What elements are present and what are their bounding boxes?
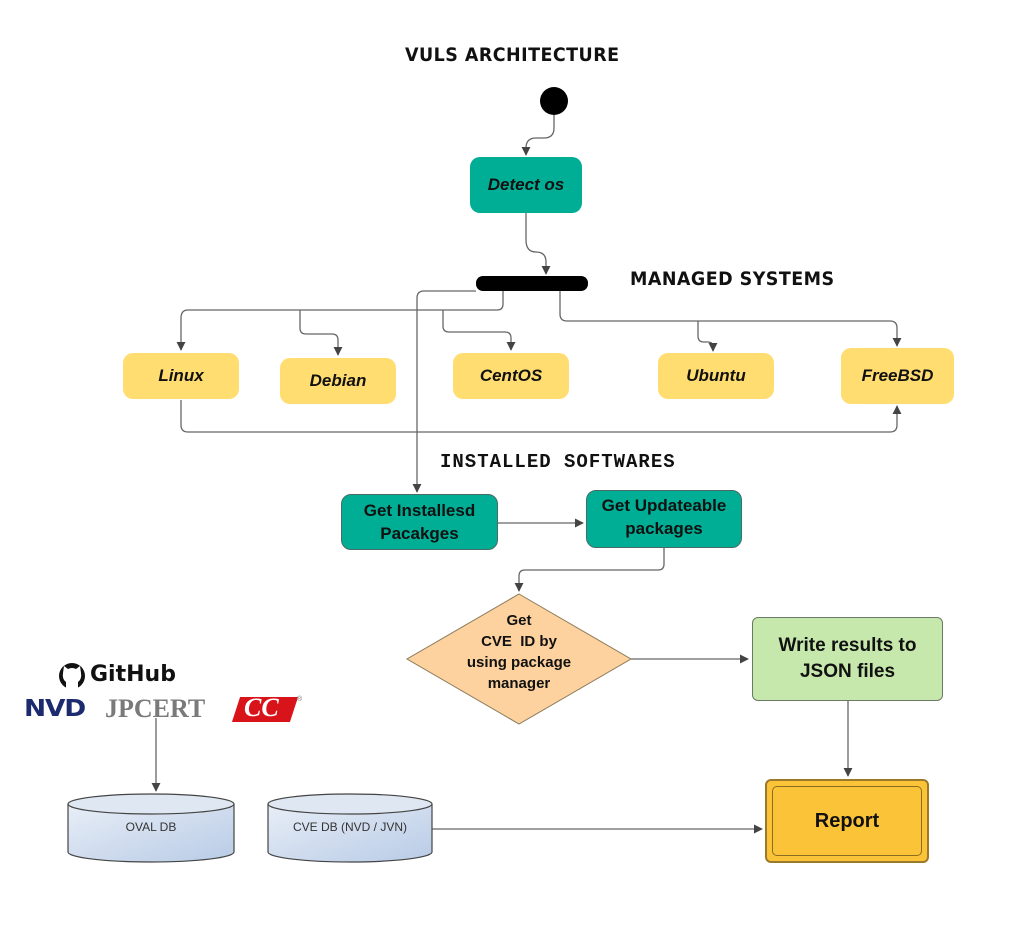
installed-softwares-label: INSTALLED SOFTWARES xyxy=(440,451,676,473)
decision-text: Get CVE ID by using package manager xyxy=(437,602,601,702)
edge-fork-ubuntu xyxy=(697,321,718,352)
github-logo-text: GitHub xyxy=(90,662,176,687)
oval-db-label: OVAL DB xyxy=(125,820,177,834)
node-line: Get Installesd xyxy=(363,501,476,520)
node-line: Pacakges xyxy=(380,524,459,543)
node-line: Write results to xyxy=(778,635,917,656)
edge-fork-linux xyxy=(176,291,504,351)
os-label: FreeBSD xyxy=(861,366,934,385)
node-line: manager xyxy=(487,675,551,692)
os-label: Debian xyxy=(309,371,367,390)
edge-linux-freebsd xyxy=(180,400,902,433)
os-label: Ubuntu xyxy=(686,366,746,385)
os-node-centos: CentOS xyxy=(453,353,569,399)
os-node-freebsd: FreeBSD xyxy=(841,348,954,404)
edge-fork-debian xyxy=(299,310,343,356)
get-updateable-packages-node: Get Updateable packages xyxy=(586,490,742,548)
start-node xyxy=(540,87,568,115)
edge-fork-installed xyxy=(412,290,476,493)
registered-mark: ® xyxy=(297,696,303,703)
write-results-node: Write results to JSON files xyxy=(752,617,943,701)
cve-db-cylinder xyxy=(267,793,433,863)
edge-fork-centos xyxy=(442,310,516,351)
decision-diamond xyxy=(406,593,632,725)
diagram-title: VULS ARCHITECTURE xyxy=(405,44,620,66)
managed-systems-label: MANAGED SYSTEMS xyxy=(630,268,835,290)
edge-detect-fork xyxy=(525,213,551,275)
node-line: JSON files xyxy=(799,661,896,682)
edge-start-detect xyxy=(521,115,555,156)
os-node-debian: Debian xyxy=(280,358,396,404)
os-label: Linux xyxy=(158,366,204,385)
os-node-linux: Linux xyxy=(123,353,239,399)
detect-os-label: Detect os xyxy=(487,175,565,194)
github-icon xyxy=(59,663,85,690)
node-line: packages xyxy=(625,519,703,538)
fork-bar xyxy=(476,276,588,291)
detect-os-node: Detect os xyxy=(470,157,582,213)
os-label: CentOS xyxy=(479,366,543,385)
cve-db-label: CVE DB (NVD / JVN) xyxy=(292,820,407,834)
edge-fork-freebsd xyxy=(559,291,902,347)
oval-db-cylinder xyxy=(67,793,235,863)
report-label: Report xyxy=(814,809,880,832)
report-node: Report xyxy=(765,779,929,863)
os-node-ubuntu: Ubuntu xyxy=(658,353,774,399)
get-installed-packages-node: Get Installesd Pacakges xyxy=(341,494,498,550)
edge-updateable-decision xyxy=(514,548,665,592)
cc-logo-text: CC xyxy=(244,693,279,722)
jpcert-logo-text: JPCERT xyxy=(105,694,206,723)
node-line: Get Updateable xyxy=(601,496,727,515)
node-line: using package xyxy=(466,654,572,671)
node-line: Get xyxy=(506,612,532,629)
report-inner-border xyxy=(772,786,922,856)
nvd-logo: NVD xyxy=(24,696,86,722)
node-line: CVE ID by xyxy=(481,633,557,650)
